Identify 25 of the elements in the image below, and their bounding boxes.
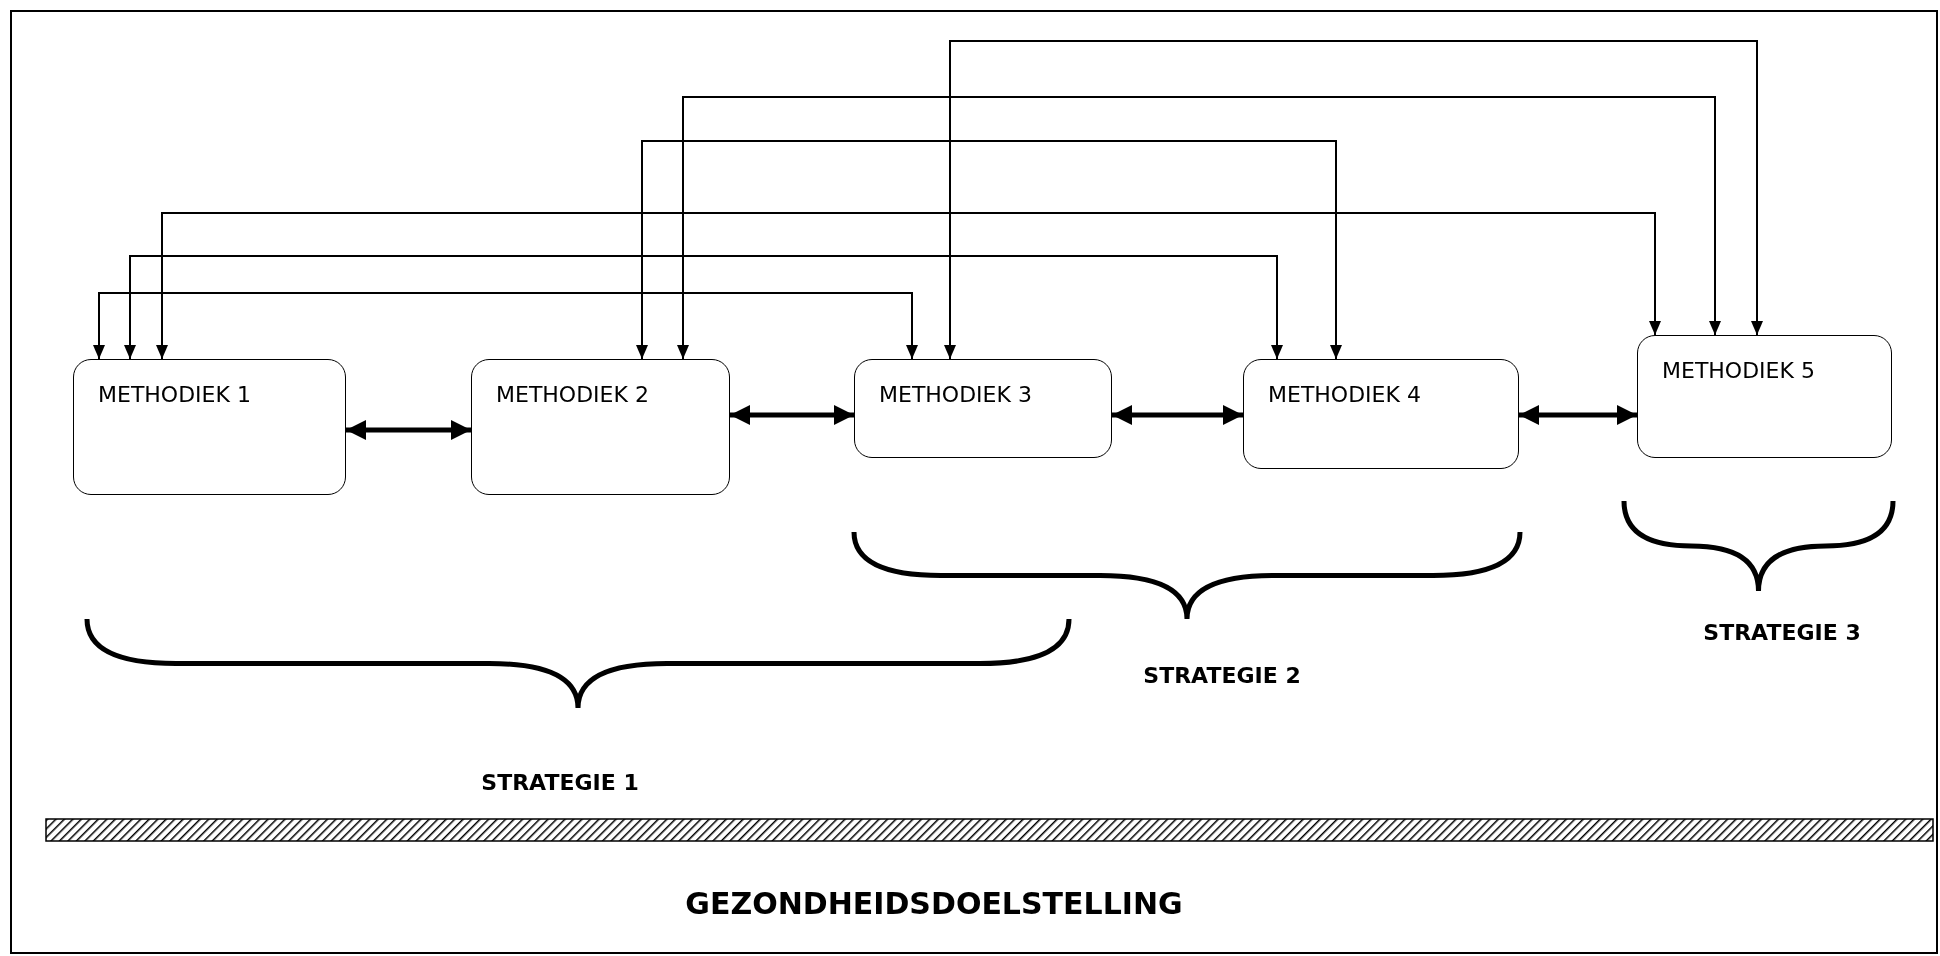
box-label: METHODIEK 5 bbox=[1662, 358, 1815, 383]
method-box bbox=[471, 359, 730, 495]
arrow bbox=[677, 96, 1721, 360]
box-label: METHODIEK 4 bbox=[1268, 382, 1421, 407]
arrow bbox=[1519, 405, 1637, 425]
arrow bbox=[730, 405, 854, 425]
arrow bbox=[944, 40, 1763, 360]
box-label: METHODIEK 1 bbox=[98, 382, 251, 407]
box-label: METHODIEK 3 bbox=[879, 382, 1032, 407]
hatched-bar bbox=[45, 818, 1934, 842]
method-box bbox=[1637, 335, 1892, 458]
arrow bbox=[346, 420, 471, 440]
arrow bbox=[156, 212, 1661, 360]
strategy-label: STRATEGIE 2 bbox=[1143, 663, 1301, 688]
method-box bbox=[854, 359, 1112, 458]
method-box bbox=[73, 359, 346, 495]
box-label: METHODIEK 2 bbox=[496, 382, 649, 407]
arrow bbox=[1112, 405, 1243, 425]
arrow bbox=[636, 140, 1342, 360]
strategy-label: STRATEGIE 3 bbox=[1703, 620, 1861, 645]
arrow bbox=[124, 255, 1283, 360]
goal-label: GEZONDHEIDSDOELSTELLING bbox=[685, 886, 1183, 921]
arrow bbox=[93, 292, 918, 360]
strategy-label: STRATEGIE 1 bbox=[481, 770, 639, 795]
method-box bbox=[1243, 359, 1519, 469]
